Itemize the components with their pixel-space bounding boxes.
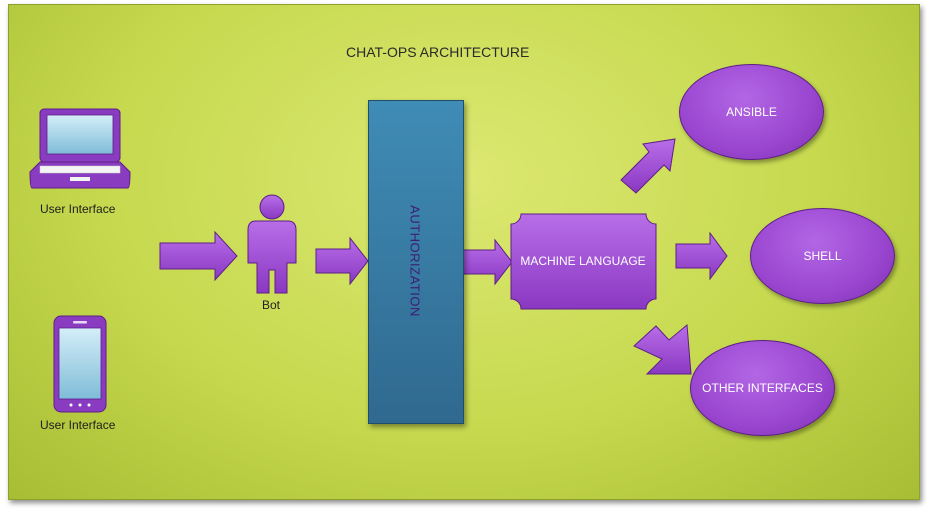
authorization-box bbox=[368, 100, 464, 424]
arrow-bot-to-authorization bbox=[315, 236, 369, 286]
arrow-machine-language-to-other-interfaces bbox=[633, 323, 692, 375]
machine-language-box bbox=[510, 213, 657, 310]
shell-label: SHELL bbox=[803, 249, 842, 263]
authorization-label: AUTHORIZATION bbox=[407, 205, 423, 317]
laptop-icon bbox=[29, 108, 131, 189]
shell-node: SHELL bbox=[750, 208, 895, 304]
other-interfaces-node: OTHER INTERFACES bbox=[690, 340, 835, 436]
ansible-node: ANSIBLE bbox=[679, 64, 824, 160]
user-interface-phone-label: User Interface bbox=[40, 418, 116, 432]
smartphone-icon bbox=[53, 315, 107, 413]
bot-label: Bot bbox=[262, 298, 281, 312]
person-icon bbox=[247, 194, 297, 294]
other-interfaces-label: OTHER INTERFACES bbox=[702, 381, 823, 395]
machine-language-label: MACHINE LANGUAGE bbox=[520, 254, 646, 268]
arrow-machine-language-to-shell bbox=[675, 231, 728, 281]
arrow-machine-language-to-ansible bbox=[620, 138, 676, 194]
arrow-authorization-to-machine-language bbox=[459, 238, 513, 286]
user-interface-laptop-label: User Interface bbox=[40, 202, 116, 216]
diagram-title: CHAT-OPS ARCHITECTURE bbox=[346, 44, 530, 60]
ansible-label: ANSIBLE bbox=[726, 105, 777, 119]
arrow-user-to-bot bbox=[159, 230, 238, 282]
